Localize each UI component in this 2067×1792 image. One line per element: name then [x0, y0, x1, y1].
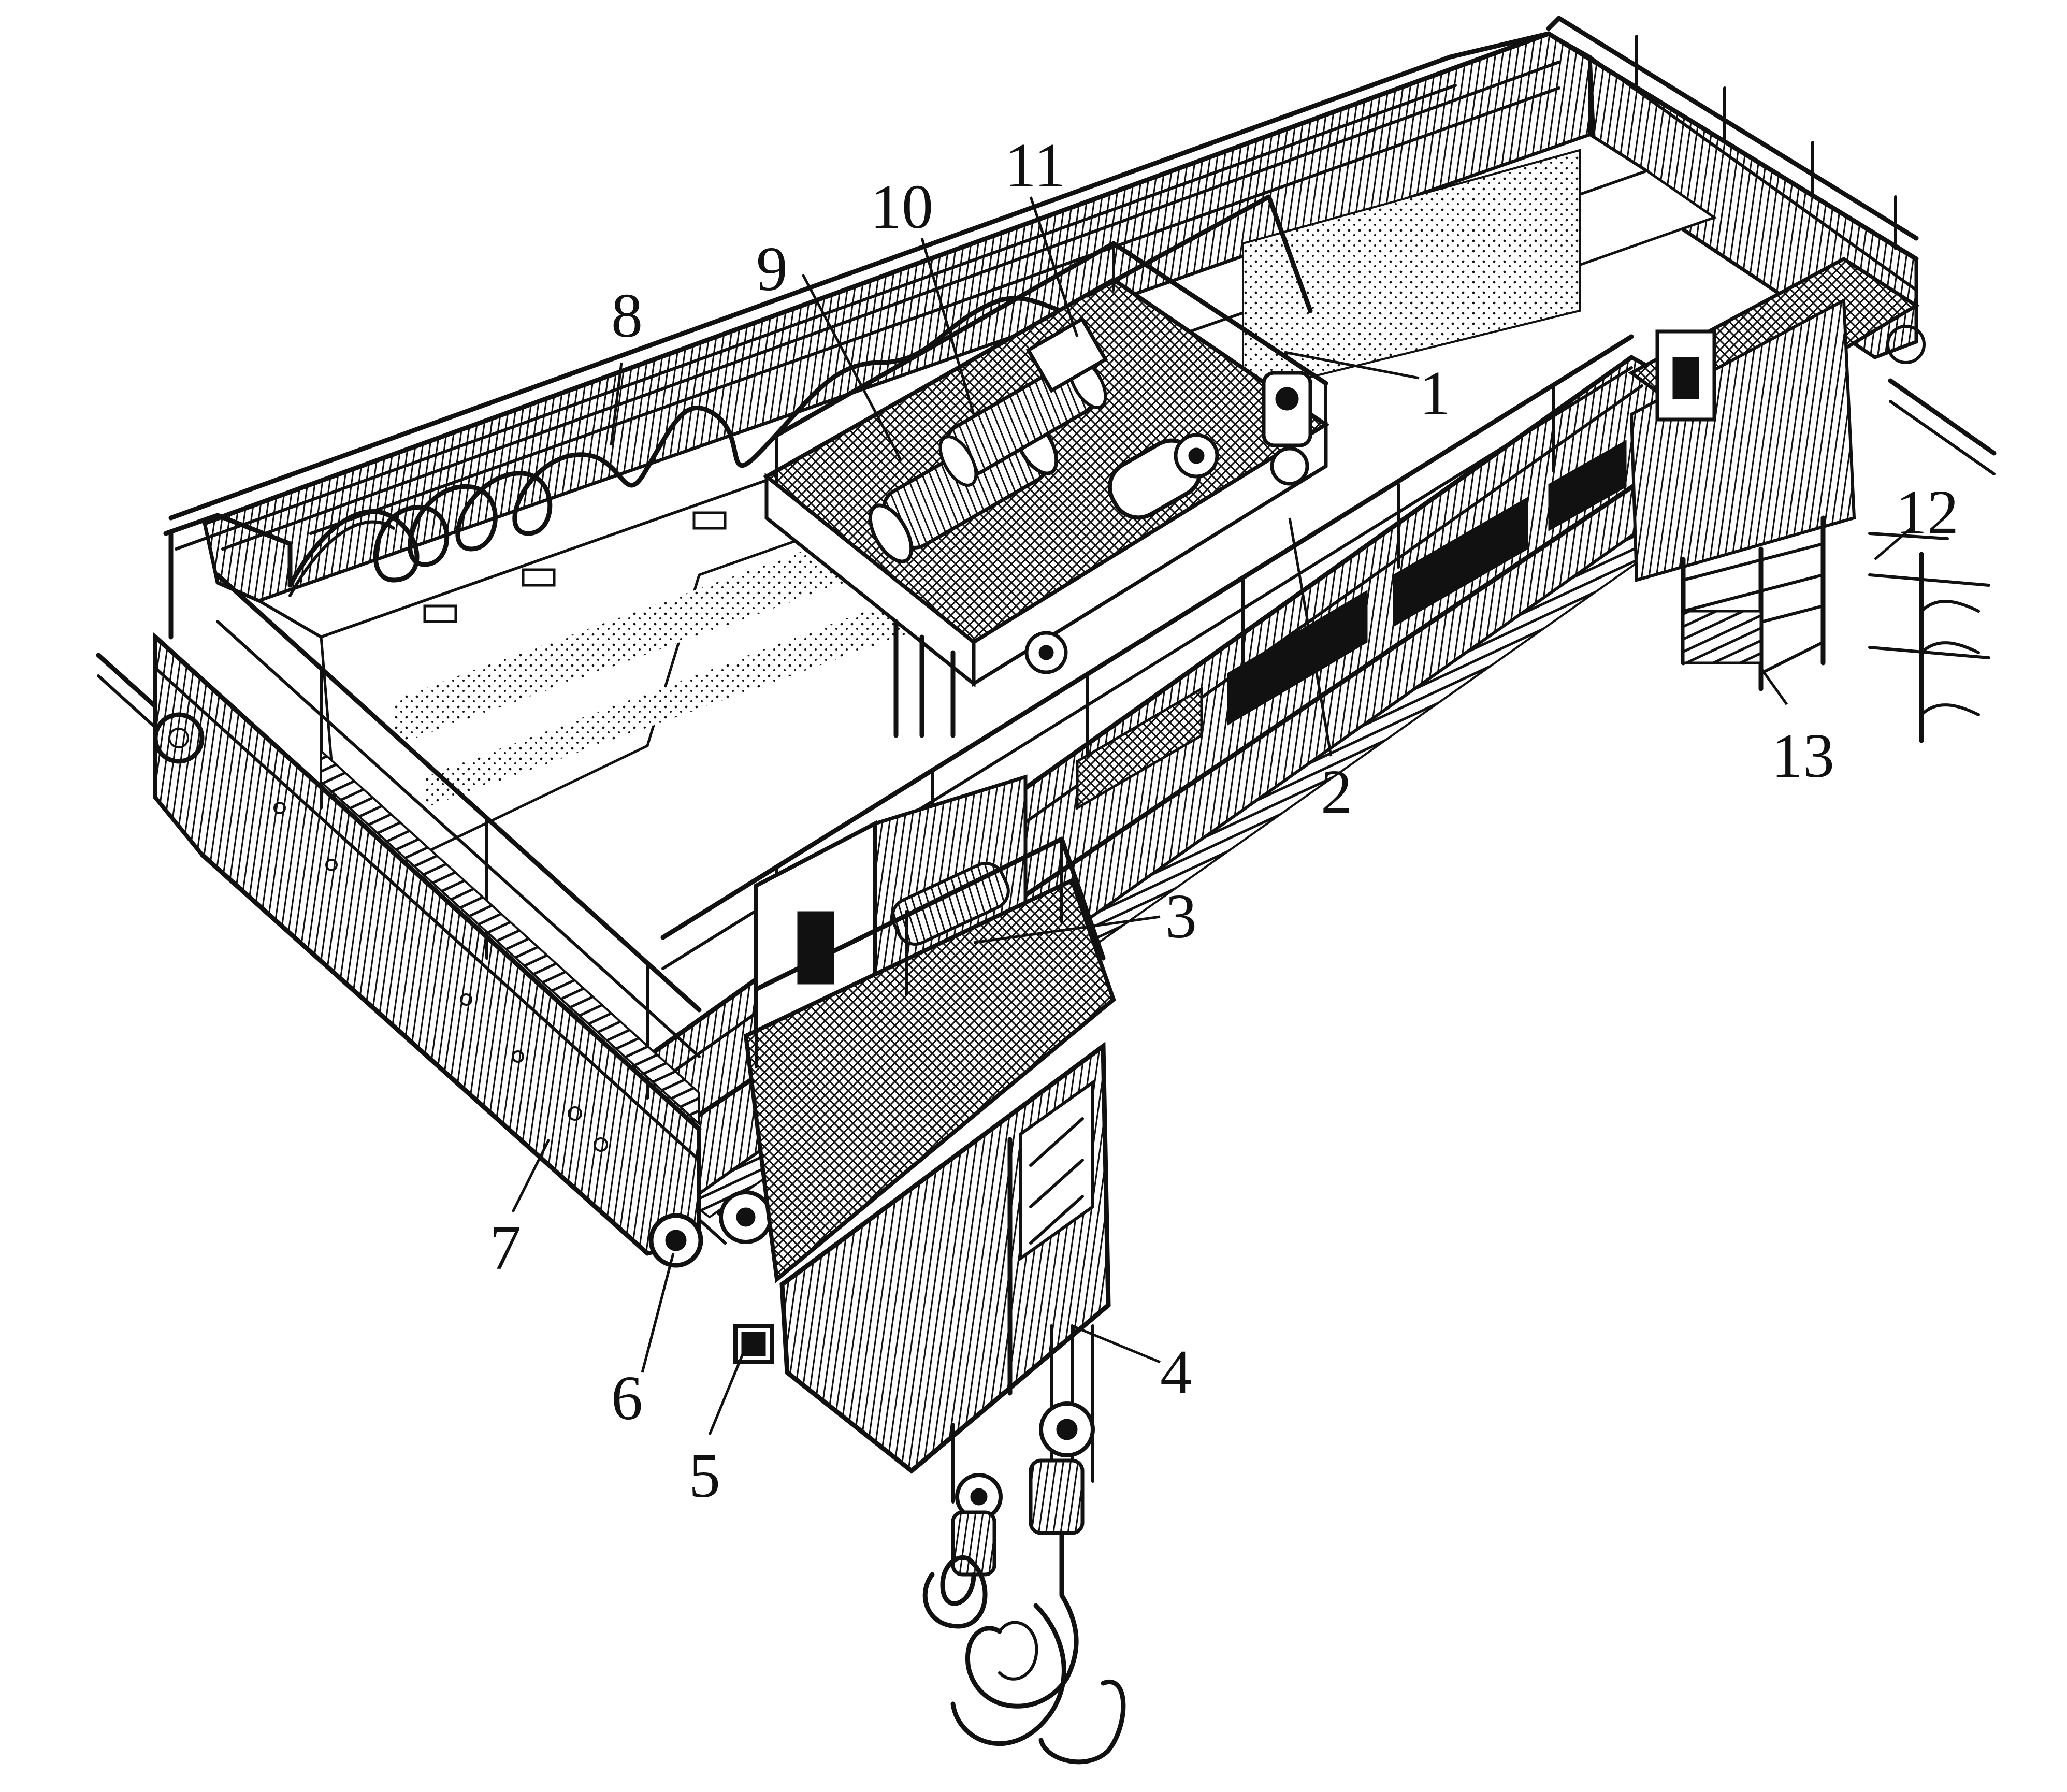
trolley [762, 194, 1330, 738]
leader-4 [1072, 1324, 1161, 1364]
left-end-railing [163, 513, 702, 1126]
callout-7: 7 [489, 1213, 521, 1283]
callout-10: 10 [870, 172, 933, 242]
callout-8: 8 [611, 281, 643, 351]
leader-5 [708, 1346, 747, 1435]
leader-lines [511, 196, 1912, 1435]
callout-1: 1 [1419, 358, 1451, 428]
leader-1 [1284, 351, 1420, 380]
callout-13: 13 [1771, 721, 1834, 791]
operator-cab [779, 1042, 1111, 1474]
access-platform [1628, 256, 1920, 582]
conductor-lines [1868, 532, 1990, 743]
callout-6: 6 [611, 1363, 643, 1433]
callout-5: 5 [689, 1441, 720, 1511]
leader-12 [1874, 527, 1912, 560]
leader-9 [801, 273, 903, 462]
cab-platform [648, 836, 1116, 1364]
hoist-motor [1107, 433, 1219, 520]
leader-8 [610, 362, 623, 446]
callout-2: 2 [1321, 757, 1352, 827]
leader-3 [973, 915, 1161, 944]
callout-labels: 1 2 3 4 5 6 7 8 9 10 11 12 13 [489, 131, 1959, 1511]
callout-9: 9 [756, 234, 788, 304]
leader-7 [511, 1138, 551, 1213]
leader-2 [1288, 517, 1333, 757]
callout-11: 11 [1005, 131, 1065, 200]
runway-rail-right [1888, 378, 1997, 475]
callout-4: 4 [1160, 1337, 1192, 1407]
leader-11 [1029, 196, 1079, 337]
hook-assembly [922, 1324, 1126, 1765]
leader-6 [641, 1253, 675, 1373]
callout-3: 3 [1165, 881, 1197, 951]
ladder [1681, 515, 1826, 691]
leader-10 [920, 238, 975, 415]
callout-12: 12 [1896, 478, 1959, 547]
leader-13 [1759, 667, 1788, 705]
near-end-carriage [153, 632, 702, 1256]
